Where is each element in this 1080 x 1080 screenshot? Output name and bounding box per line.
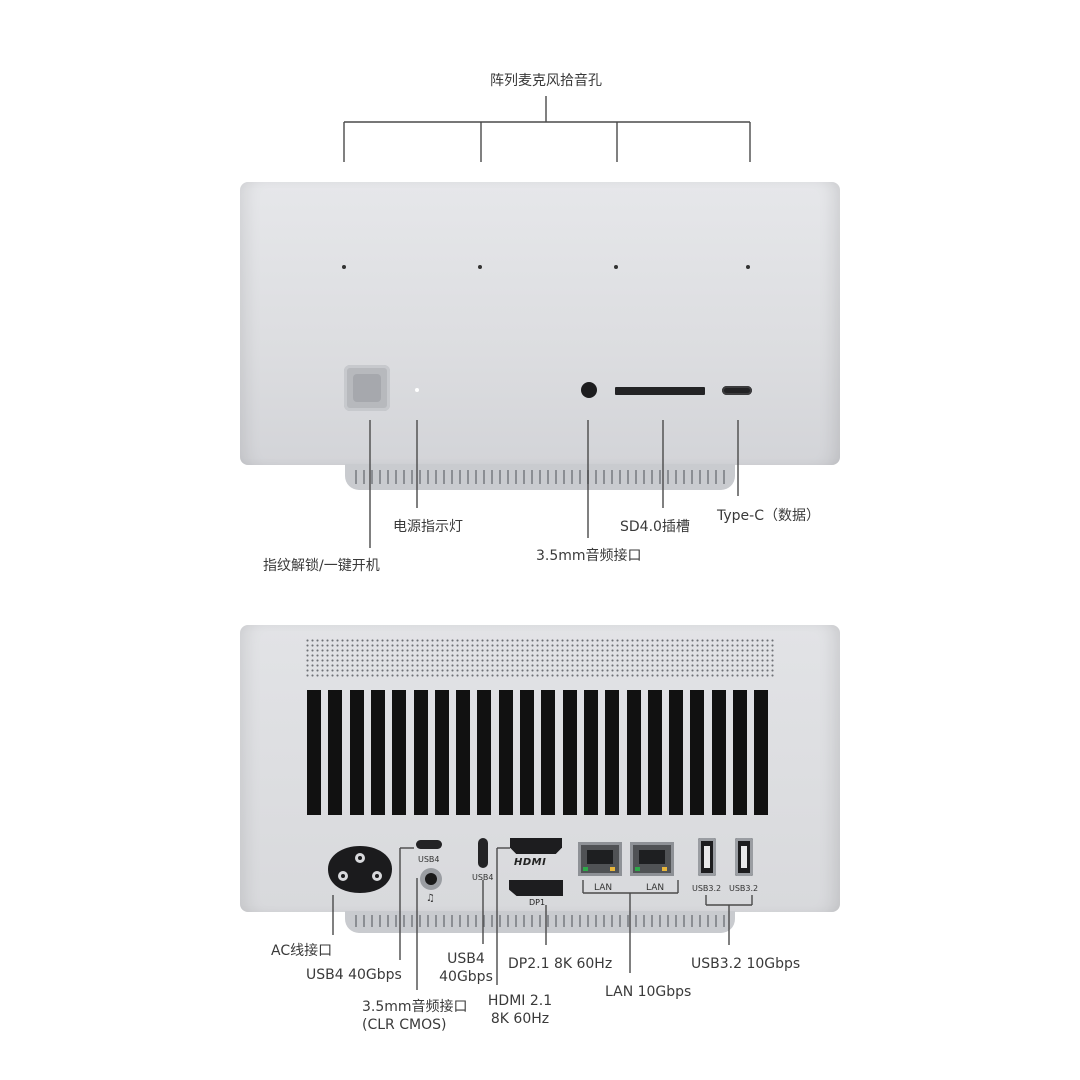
heat-fin	[413, 690, 428, 815]
heat-fin	[307, 690, 321, 815]
lan-label: LAN 10Gbps	[605, 984, 692, 1000]
heat-fin	[370, 690, 385, 815]
heat-fin	[562, 690, 577, 815]
sd-slot-label: SD4.0插槽	[620, 519, 690, 535]
mic-hole	[342, 265, 346, 269]
heat-fin	[328, 690, 343, 815]
dp-port-text: DP1	[529, 898, 546, 907]
front-audio-label: 3.5mm音频接口	[536, 548, 642, 564]
usb4-left-label: USB4 40Gbps	[306, 967, 402, 983]
ac-power-port	[328, 846, 392, 893]
fingerprint-power-button[interactable]	[344, 365, 390, 411]
lan-port-1	[578, 842, 622, 876]
usb4-port-middle	[478, 838, 488, 868]
rear-audio-label: 3.5mm音频接口 (CLR CMOS)	[362, 999, 468, 1033]
lan-port-1-text: LAN	[594, 883, 613, 893]
heat-fin	[733, 690, 747, 815]
heat-fin	[456, 690, 471, 815]
heat-fin	[520, 690, 534, 815]
lan-port-2	[630, 842, 674, 876]
rear-heat-fins	[305, 690, 775, 815]
heat-fin	[754, 690, 769, 815]
lan-port-2-text: LAN	[646, 883, 665, 893]
usb32-port-2-text: USB3.2	[729, 884, 759, 893]
power-led-label: 电源指示灯	[393, 519, 463, 535]
power-led	[415, 388, 419, 392]
heat-fin	[583, 690, 598, 815]
sd-card-slot	[615, 387, 705, 395]
usb4-port-left	[416, 840, 442, 849]
heat-fin	[498, 690, 513, 815]
usb4-middle-label: USB4 40Gbps	[439, 951, 493, 985]
usb4-port-left-text: USB4	[418, 855, 440, 864]
heat-fin	[392, 690, 407, 815]
heat-fin	[434, 690, 449, 815]
heat-fin	[477, 690, 492, 815]
heat-fin	[626, 690, 641, 815]
rear-base-vents	[345, 911, 735, 933]
heat-fin	[605, 690, 620, 815]
front-panel	[240, 182, 840, 465]
front-audio-jack	[581, 382, 597, 398]
hdmi-port	[510, 838, 562, 854]
dp-label: DP2.1 8K 60Hz	[508, 956, 613, 972]
typec-label: Type-C（数据）	[717, 508, 820, 524]
heat-fin	[647, 690, 662, 815]
fingerprint-label: 指纹解锁/一键开机	[263, 558, 380, 574]
usb32-port-1	[698, 838, 716, 876]
front-base-vents	[345, 464, 735, 490]
heat-fin	[541, 690, 556, 815]
heat-fin	[669, 690, 684, 815]
usb32-label: USB3.2 10Gbps	[691, 956, 801, 972]
heat-fin	[349, 690, 364, 815]
usb32-port-2	[735, 838, 753, 876]
mic-hole	[746, 265, 750, 269]
rear-mesh-grille	[305, 638, 775, 678]
displayport-port	[509, 880, 563, 896]
ac-port-label: AC线接口	[271, 943, 333, 959]
hdmi-port-text: HDMI	[514, 857, 547, 868]
heat-fin	[690, 690, 705, 815]
usb4-port-middle-text: USB4	[472, 873, 494, 882]
mic-hole	[478, 265, 482, 269]
mic-array-label: 阵列麦克风拾音孔	[490, 73, 602, 89]
headphone-icon: ♫	[426, 893, 435, 904]
front-typec-port	[722, 386, 752, 395]
rear-audio-jack	[420, 868, 442, 890]
usb32-port-1-text: USB3.2	[692, 884, 722, 893]
mic-hole	[614, 265, 618, 269]
hdmi-label: HDMI 2.1 8K 60Hz	[487, 993, 553, 1027]
heat-fin	[711, 690, 726, 815]
